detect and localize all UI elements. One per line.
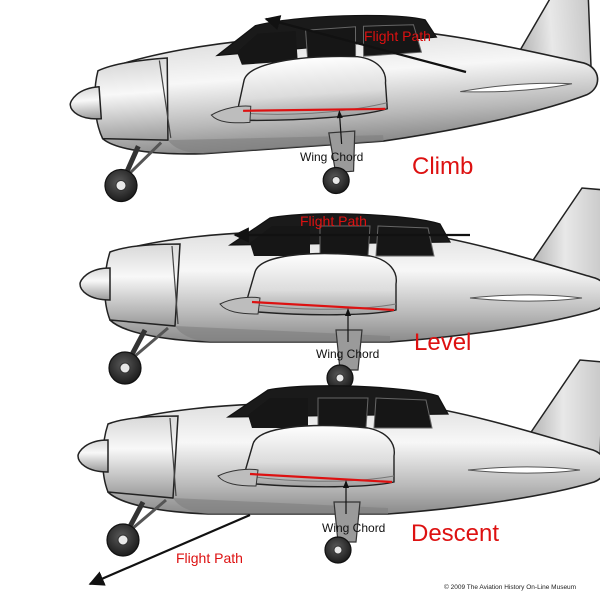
panel-climb: Flight Path Wing Chord Climb	[64, 0, 600, 212]
flight-path-arrow-climb	[264, 15, 467, 74]
phase-label-descent: Descent	[411, 520, 499, 547]
flight-path-label-descent: Flight Path	[176, 550, 243, 566]
flight-path-label-level: Flight Path	[300, 213, 367, 229]
phase-label-level: Level	[414, 329, 471, 356]
copyright-credit: © 2009 The Aviation History On-Line Muse…	[444, 583, 576, 591]
wing-chord-label-descent: Wing Chord	[322, 521, 385, 535]
wing-chord-label-level: Wing Chord	[316, 347, 379, 361]
panel-descent: Flight Path Wing Chord Descent	[78, 360, 600, 586]
flight-path-arrow-descent	[88, 513, 251, 586]
panel-level: Flight Path Wing Chord Level	[80, 188, 600, 391]
wing-chord-label-climb: Wing Chord	[300, 150, 363, 164]
flight-path-label-climb: Flight Path	[364, 28, 431, 44]
airplane-climb	[64, 0, 600, 212]
phase-label-climb: Climb	[412, 153, 473, 180]
